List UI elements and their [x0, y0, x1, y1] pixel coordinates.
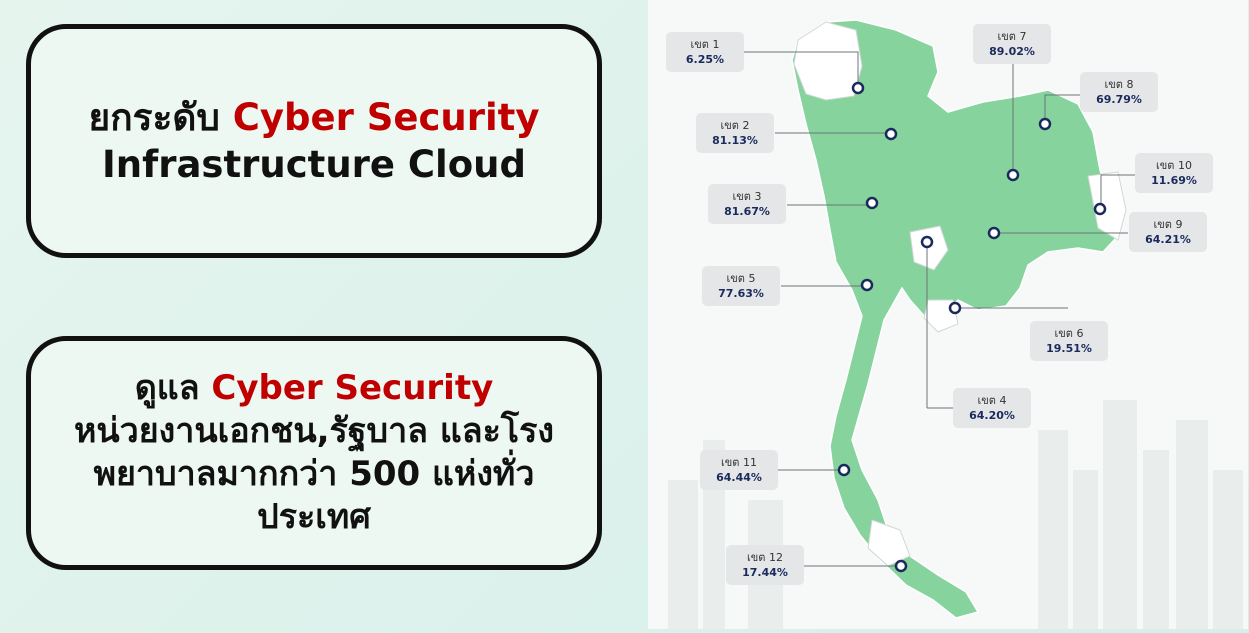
region-label-8: เขต 8 69.79%	[1080, 72, 1158, 112]
region-name: เขต 9	[1153, 218, 1183, 231]
region-marker-3	[865, 196, 879, 210]
card-bottom-line3: พยาบาลมากกว่า 500 แห่งทั่ว	[93, 454, 535, 494]
region-percent: 6.25%	[685, 53, 725, 66]
region-name: เขต 8	[1104, 78, 1134, 91]
card-top-line2: Infrastructure Cloud	[102, 143, 526, 186]
region-label-6: เขต 6 19.51%	[1030, 321, 1108, 361]
card-bottom-line4: ประเทศ	[257, 497, 371, 537]
region-markers	[837, 81, 1107, 573]
region-marker-4	[920, 235, 934, 249]
thailand-map-shape	[791, 19, 1119, 619]
card-top-accent: Cyber Security	[232, 96, 540, 139]
region-name: เขต 5	[726, 272, 756, 285]
region-label-4: เขต 4 64.20%	[953, 388, 1031, 428]
card-top-line1: ยกระดับ Cyber Security	[88, 96, 540, 139]
region-marker-9	[987, 226, 1001, 240]
leader-lines	[744, 51, 1136, 567]
region-marker-8	[1038, 117, 1052, 131]
card-bottom-accent: Cyber Security	[211, 368, 494, 408]
region-label-11: เขต 11 64.44%	[700, 450, 778, 490]
card-bottom-line1: ดูแล Cyber Security	[134, 368, 494, 408]
region-name: เขต 4	[977, 394, 1007, 407]
region-marker-11	[837, 463, 851, 477]
region-percent: 17.44%	[742, 566, 788, 579]
region-name: เขต 3	[732, 190, 762, 203]
region-name: เขต 6	[1054, 327, 1084, 340]
region-percent: 69.79%	[1096, 93, 1142, 106]
region-name: เขต 2	[720, 119, 750, 132]
region-label-2: เขต 2 81.13%	[696, 113, 774, 153]
cyber-security-cloud-card: ยกระดับ Cyber Security Infrastructure Cl…	[26, 24, 602, 258]
region-name: เขต 7	[997, 30, 1027, 43]
map-svg	[668, 19, 1243, 629]
region-marker-2	[884, 127, 898, 141]
region-label-7: เขต 7 89.02%	[973, 24, 1051, 64]
region-percent: 64.44%	[716, 471, 762, 484]
region-name: เขต 1	[690, 38, 720, 51]
region-label-1: เขต 1 6.25%	[666, 32, 744, 72]
card-bottom-line2: หน่วยงานเอกชน,รัฐบาล และโรง	[74, 411, 554, 451]
region-label-3: เขต 3 81.67%	[708, 184, 786, 224]
region-marker-1	[851, 81, 865, 95]
cyber-security-care-card: ดูแล Cyber Security หน่วยงานเอกชน,รัฐบาล…	[26, 336, 602, 570]
region-marker-5	[860, 278, 874, 292]
region-percent: 81.13%	[712, 134, 758, 147]
thailand-region-map: เขต 1 6.25% เขต 2 81.13% เขต 3 81.67% เขต 4 64.…	[648, 0, 1248, 629]
region-percent: 89.02%	[989, 45, 1035, 58]
region-percent: 11.69%	[1151, 174, 1197, 187]
region-name: เขต 10	[1156, 159, 1192, 172]
region-percent: 64.20%	[969, 409, 1015, 422]
region-percent: 19.51%	[1046, 342, 1092, 355]
region-percent: 81.67%	[724, 205, 770, 218]
region-name: เขต 12	[747, 551, 783, 564]
region-label-12: เขต 12 17.44%	[726, 545, 804, 585]
region-percent: 64.21%	[1145, 233, 1191, 246]
region-label-10: เขต 10 11.69%	[1135, 153, 1213, 193]
region-name: เขต 11	[721, 456, 757, 469]
region-marker-12	[894, 559, 908, 573]
region-percent: 77.63%	[718, 287, 764, 300]
region-marker-10	[1093, 202, 1107, 216]
region-marker-6	[948, 301, 962, 315]
region-label-9: เขต 9 64.21%	[1129, 212, 1207, 252]
region-label-5: เขต 5 77.63%	[702, 266, 780, 306]
region-marker-7	[1006, 168, 1020, 182]
